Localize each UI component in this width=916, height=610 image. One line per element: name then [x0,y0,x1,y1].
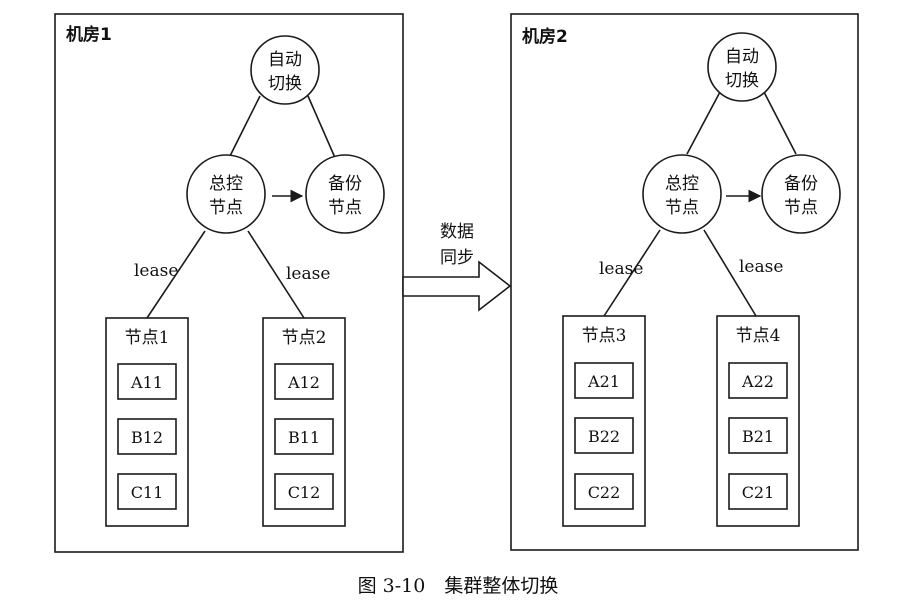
room-1-master-node-circle [186,154,266,234]
room-2-lease-edge-left [603,229,661,317]
room-1-backup-line1: 备份 [328,174,362,194]
room-2-auto-switch-line1: 自动 [725,47,759,67]
data-sync: 数据 同步 [402,222,512,312]
room-1: 机房1 自动 切换 总控 节点 备份 节点 lease lease 节点1 A1… [54,13,404,553]
room-2-master-line1: 总控 [665,174,699,194]
room-2-auto-switch-line2: 切换 [725,71,759,91]
room-2-master-node-circle [642,154,722,234]
node-2-shard-b [274,418,334,455]
room-1-backup-node-circle [305,154,385,234]
node-3-shard-b-label: B22 [588,427,620,446]
node-4-title: 节点4 [736,326,781,346]
room-2: 机房2 自动 切换 总控 节点 备份 节点 lease lease 节点3 A2… [510,13,859,551]
room-1-auto-switch-line2: 切换 [268,74,302,94]
room-2-edge-auto-master [686,91,721,155]
node-4: 节点4 A22 B21 C21 [716,315,800,527]
node-4-shard-a-label: A22 [741,372,774,391]
figure-caption: 图 3-10 集群整体切换 [358,575,559,597]
room-2-title: 机房2 [522,26,568,47]
node-4-shard-a [728,362,788,399]
room-1-lease-label-right: lease [286,264,330,284]
node-3-shard-c-label: C22 [588,483,621,502]
node-2-shard-a-label: A12 [287,373,320,392]
node-3-title: 节点3 [582,326,627,346]
room-2-lease-label-left: lease [599,259,643,279]
node-1-shard-c [117,473,177,510]
room-1-lease-edge-left [146,230,206,319]
node-2-shard-a [274,363,334,400]
node-3-shard-c [574,473,634,510]
room-1-edge-auto-backup [307,95,337,161]
node-4-shard-b [728,417,788,454]
node-2-title: 节点2 [282,328,327,348]
room-2-lease-edge-right [703,229,757,317]
room-2-auto-switch-circle [707,32,777,102]
room-1-master-line2: 节点 [209,198,243,218]
room-1-master-line1: 总控 [209,174,243,194]
room-1-auto-switch-line1: 自动 [268,50,302,70]
node-2: 节点2 A12 B11 C12 [262,317,346,527]
sync-label-line2: 同步 [440,248,474,268]
node-1-shard-b [117,418,177,455]
node-3-shard-a-label: A21 [587,372,620,391]
room-1-backup-line2: 节点 [328,198,362,218]
room-2-backup-line1: 备份 [784,174,818,194]
node-1-title: 节点1 [125,328,170,348]
room-2-backup-line2: 节点 [784,198,818,218]
node-2-shard-b-label: B11 [288,428,320,447]
sync-label-line1: 数据 [440,222,474,242]
room-1-lease-label-left: lease [134,261,178,281]
node-3-shard-b [574,417,634,454]
node-4-shard-b-label: B21 [742,427,774,446]
node-1-shard-b-label: B12 [131,428,163,447]
room-2-lease-label-right: lease [739,257,783,277]
room-2-master-line2: 节点 [665,198,699,218]
node-2-shard-c [274,473,334,510]
node-3-shard-a [574,362,634,399]
node-1-shard-a-label: A11 [130,373,163,392]
room-2-backup-node-circle [761,154,841,234]
room-1-auto-switch-circle [250,35,320,105]
node-1-shard-c-label: C11 [131,483,164,502]
node-4-shard-c [728,473,788,510]
sync-hollow-arrow [402,260,512,312]
room-1-lease-edge-right [247,230,305,319]
room-1-edge-auto-master [227,95,261,161]
node-4-shard-c-label: C21 [742,483,775,502]
room-1-title: 机房1 [66,24,112,45]
node-1: 节点1 A11 B12 C11 [105,317,189,527]
room-2-edge-auto-backup [763,91,797,155]
node-2-shard-c-label: C12 [288,483,321,502]
node-3: 节点3 A21 B22 C22 [562,315,646,527]
node-1-shard-a [117,363,177,400]
